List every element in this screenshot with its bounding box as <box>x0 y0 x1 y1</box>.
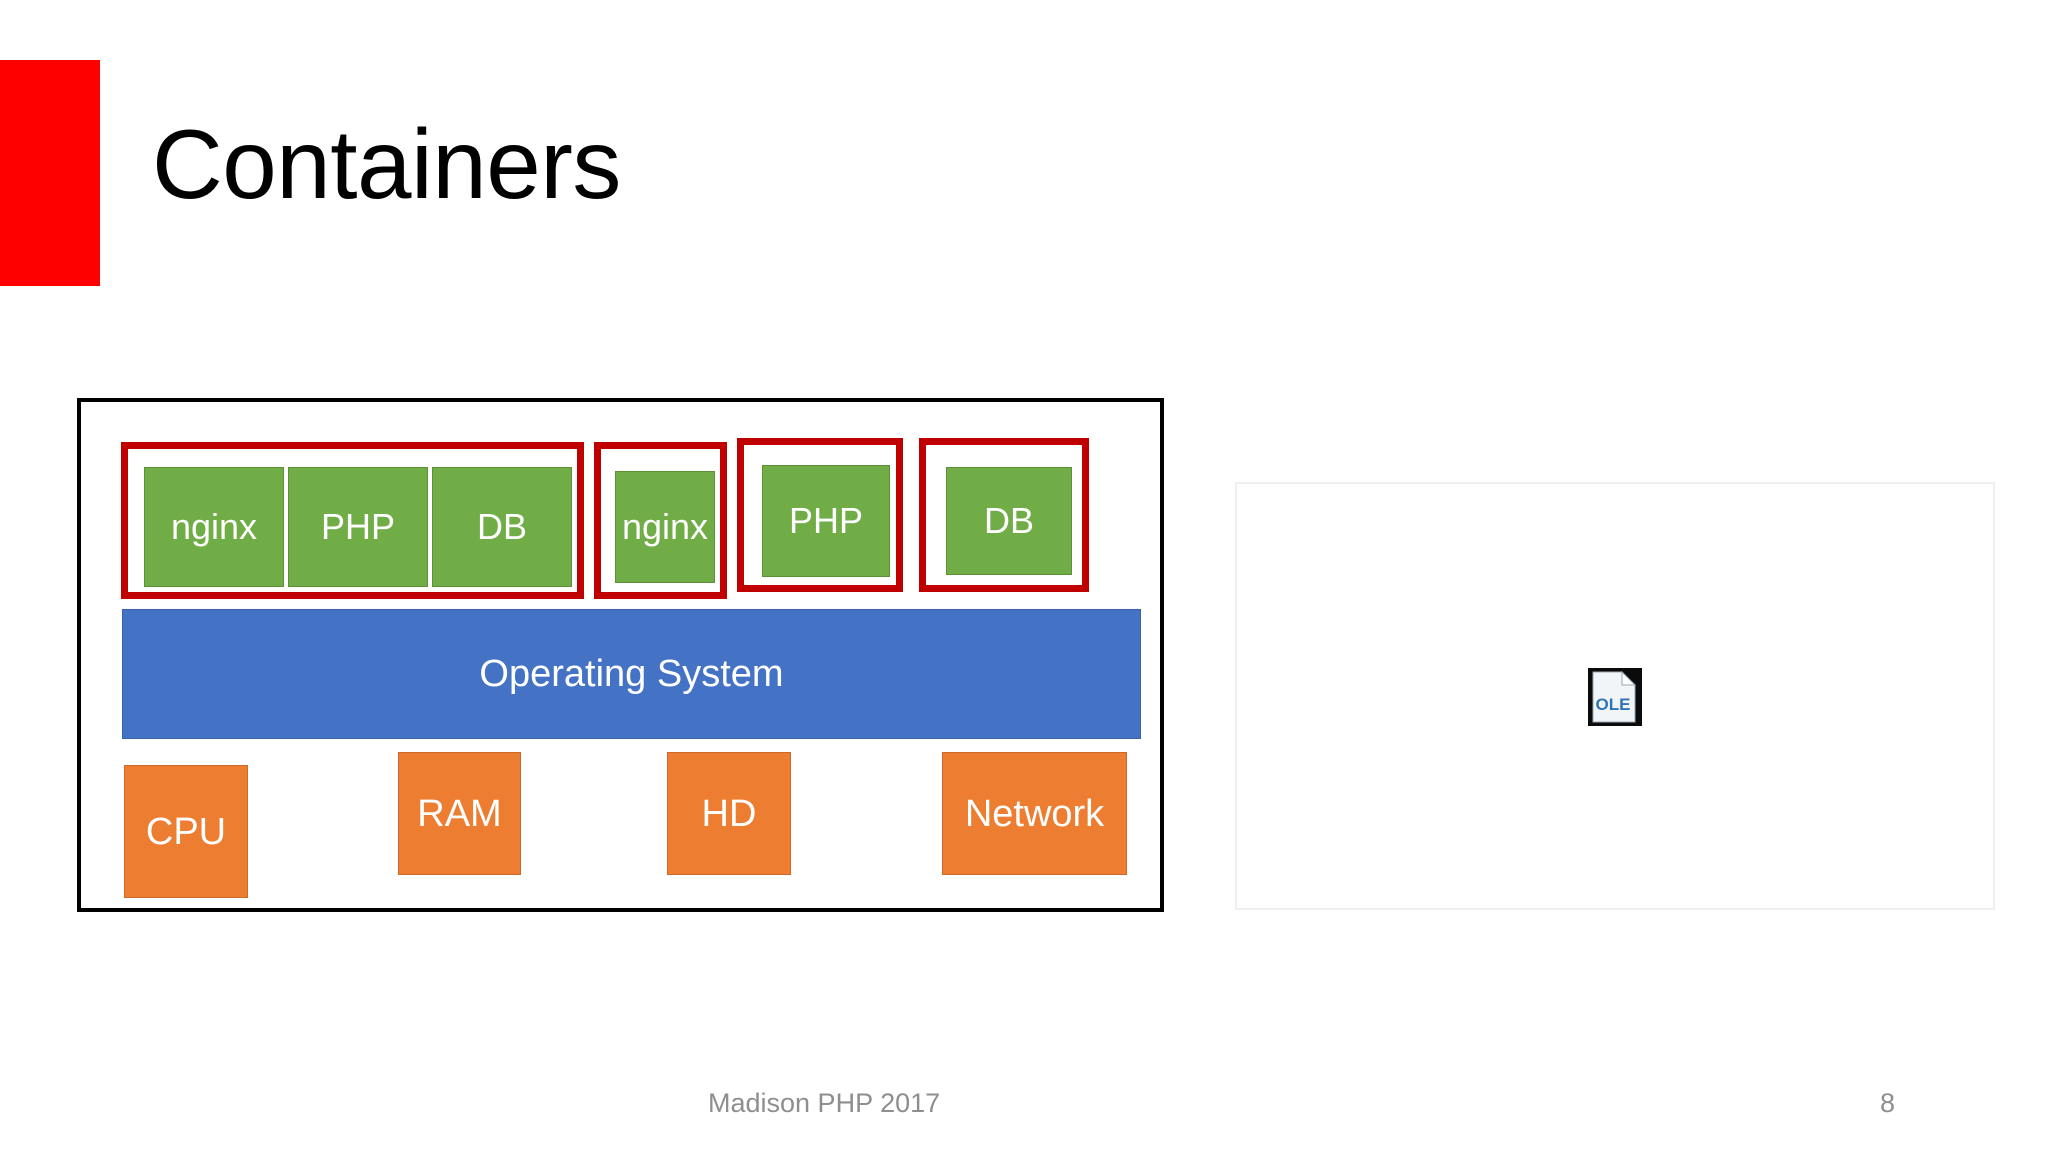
service-label: PHP <box>320 506 396 547</box>
hardware-box-cpu[interactable]: CPU <box>124 765 248 898</box>
title-accent-bar <box>0 60 100 286</box>
container-box-1[interactable]: nginx PHP DB <box>121 442 584 599</box>
service-box-nginx-2[interactable]: nginx <box>615 471 715 583</box>
service-label: DB <box>983 500 1034 541</box>
hardware-box-hd[interactable]: HD <box>667 752 791 875</box>
hardware-label: RAM <box>417 792 502 835</box>
svg-text:OLE: OLE <box>1596 695 1631 714</box>
hardware-label: HD <box>701 792 757 835</box>
container-box-4[interactable]: DB <box>919 438 1089 592</box>
hardware-box-ram[interactable]: RAM <box>398 752 521 875</box>
service-box-db-2[interactable]: DB <box>946 467 1072 575</box>
page-title: Containers <box>152 109 621 219</box>
hardware-label: CPU <box>145 810 227 853</box>
hardware-label: Network <box>964 792 1105 835</box>
service-label: PHP <box>788 500 864 541</box>
service-label: DB <box>476 506 527 547</box>
service-box-db-1[interactable]: DB <box>432 467 572 587</box>
hardware-box-network[interactable]: Network <box>942 752 1127 875</box>
service-label: nginx <box>621 506 709 547</box>
service-box-php-2[interactable]: PHP <box>762 465 890 577</box>
page-number: 8 <box>1880 1088 1896 1118</box>
footer-text: Madison PHP 2017 <box>708 1088 941 1118</box>
container-box-2[interactable]: nginx <box>594 442 727 599</box>
service-box-php-1[interactable]: PHP <box>288 467 428 587</box>
service-box-nginx-1[interactable]: nginx <box>144 467 284 587</box>
container-box-3[interactable]: PHP <box>737 438 903 592</box>
operating-system-bar[interactable]: Operating System <box>122 609 1141 739</box>
operating-system-label: Operating System <box>479 653 784 695</box>
service-label: nginx <box>170 506 258 547</box>
ole-document-icon[interactable]: OLE <box>1588 668 1642 726</box>
